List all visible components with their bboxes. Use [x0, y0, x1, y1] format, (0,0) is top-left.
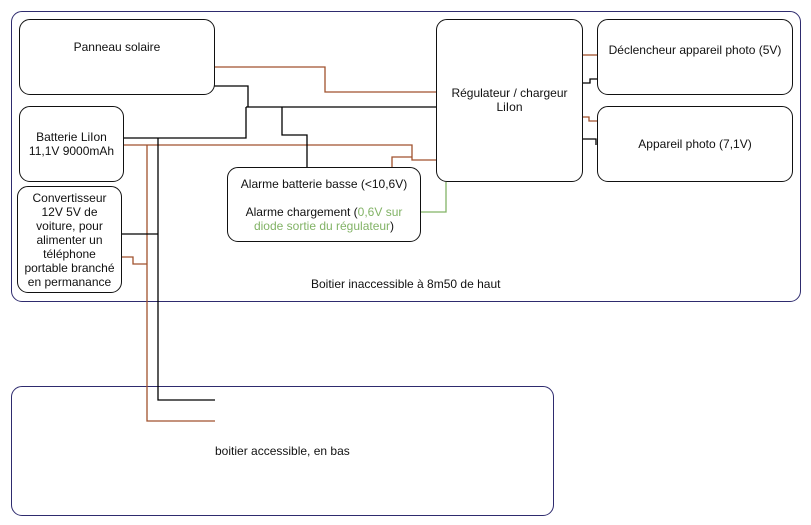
solar-panel-label: Panneau solaire — [73, 40, 161, 54]
wire-solar-negative — [214, 85, 249, 107]
regulator-label-line2: LiIon — [496, 100, 523, 114]
alarm-low-battery-label: Alarme batterie basse (<10,6V) — [240, 176, 408, 191]
battery-label: Batterie LiIon 11,1V 9000mAh — [29, 130, 114, 158]
wire-regulator-trigger-negative — [583, 78, 597, 84]
wire-alarm-positive — [391, 156, 412, 167]
wire-battery-bottom-positive — [146, 145, 215, 422]
container-bottom-box — [11, 386, 554, 516]
regulator-label: Régulateur / chargeur LiIon — [451, 86, 567, 114]
alarm-charging-detail: 0,6V sur diode sortie du régulateur — [253, 204, 403, 233]
converter-label: Convertisseur 12V 5V de voiture, pour al… — [24, 190, 115, 289]
camera-node[interactable]: Appareil photo (7,1V) — [597, 106, 793, 182]
alarm-charging-label: Alarme chargement (0,6V sur diode sortie… — [228, 205, 420, 233]
container-top-box — [11, 11, 801, 302]
wire-battery-negative — [124, 107, 247, 139]
alarm-node[interactable]: Alarme batterie basse (<10,6V) Alarme ch… — [227, 167, 421, 242]
wire-solar-regulator-positive — [214, 66, 437, 93]
trigger-label: Déclencheur appareil photo (5V) — [608, 43, 782, 57]
trigger-node[interactable]: Déclencheur appareil photo (5V) — [597, 19, 793, 95]
wire-converter-positive — [122, 256, 147, 265]
regulator-node[interactable]: Régulateur / chargeur LiIon — [436, 19, 583, 182]
converter-node[interactable]: Convertisseur 12V 5V de voiture, pour al… — [17, 186, 122, 293]
alarm-charging-prefix: Alarme chargement ( — [245, 204, 358, 219]
battery-label-line2: 11,1V 9000mAh — [28, 144, 115, 158]
battery-label-line1: Batterie LiIon — [36, 130, 107, 144]
battery-node[interactable]: Batterie LiIon 11,1V 9000mAh — [19, 106, 124, 182]
alarm-charging-suffix: ) — [390, 218, 395, 233]
regulator-label-line1: Régulateur / chargeur — [451, 86, 568, 100]
container-bottom-label: boitier accessible, en bas — [215, 444, 350, 458]
container-top-label: Boitier inaccessible à 8m50 de haut — [311, 277, 501, 291]
wire-regulator-camera-positive — [583, 116, 597, 122]
wire-alarm-negative — [281, 107, 308, 167]
solar-panel-node[interactable]: Panneau solaire — [19, 19, 215, 95]
wire-regulator-camera-negative — [583, 138, 597, 145]
wire-regulator-alarm-signal — [420, 182, 447, 213]
wire-battery-bottom-negative — [157, 138, 215, 401]
wire-battery-regulator-positive — [124, 144, 437, 161]
camera-label: Appareil photo (7,1V) — [638, 137, 752, 151]
